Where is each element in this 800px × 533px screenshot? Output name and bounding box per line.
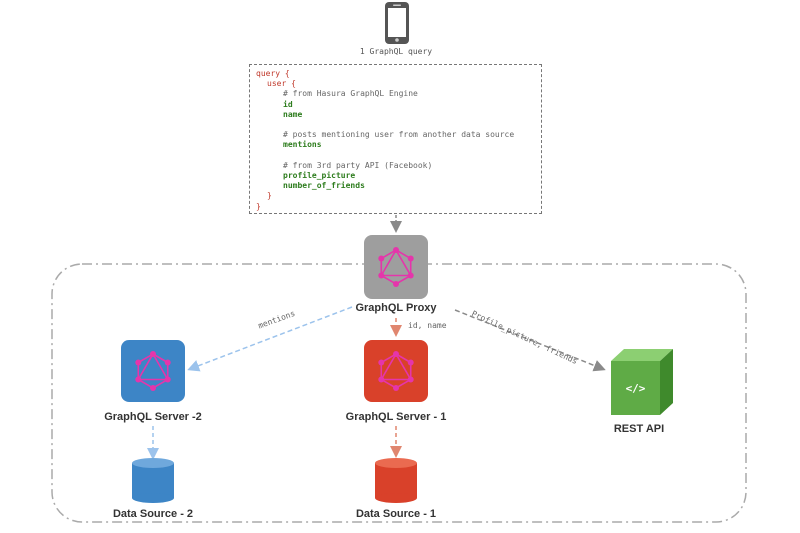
database-icon[interactable] <box>375 458 417 503</box>
code-line: profile_picture <box>283 171 356 180</box>
graphql-logo-icon <box>378 351 414 391</box>
code-line: # from Hasura GraphQL Engine <box>283 89 418 99</box>
data-source-2-label: Data Source - 2 <box>112 508 194 520</box>
code-cube-icon[interactable]: </> <box>611 349 673 415</box>
code-line: # posts mentioning user from another dat… <box>283 130 515 140</box>
code-line: user { <box>267 79 296 89</box>
graphql-logo-icon <box>378 247 414 287</box>
database-icon[interactable] <box>132 458 174 503</box>
code-line: query { <box>256 69 290 78</box>
smartphone-icon <box>385 2 409 44</box>
svg-text:</>: </> <box>626 382 646 395</box>
graphql-logo-icon <box>135 351 171 391</box>
edge-proxy-to-server2 <box>187 306 353 372</box>
backend-boundary <box>51 263 747 523</box>
graphql-server-1-label: GraphQL Server - 1 <box>345 411 447 423</box>
graphql-proxy-label: GraphQL Proxy <box>355 302 437 314</box>
code-line: id <box>283 99 293 109</box>
graphql-server-2-label: GraphQL Server -2 <box>104 411 202 423</box>
graphql-server-2-box[interactable] <box>121 340 185 402</box>
code-line: } <box>267 191 272 201</box>
client-caption: 1 GraphQL query <box>359 47 433 56</box>
code-line: } <box>256 201 261 211</box>
graphql-query-box: query {user {# from Hasura GraphQL Engin… <box>249 64 542 214</box>
data-source-1-label: Data Source - 1 <box>355 508 437 520</box>
graphql-proxy-box[interactable] <box>364 235 428 299</box>
code-line: # from 3rd party API (Facebook) <box>283 160 433 170</box>
code-line: name <box>283 109 303 119</box>
code-line: number_of_friends <box>283 181 365 191</box>
edge-proxy-to-rest <box>454 309 606 372</box>
rest-api-label: REST API <box>613 423 665 435</box>
code-line: mentions <box>283 140 322 150</box>
graphql-server-1-box[interactable] <box>364 340 428 402</box>
edge-label-id-name: id, name <box>408 321 447 330</box>
